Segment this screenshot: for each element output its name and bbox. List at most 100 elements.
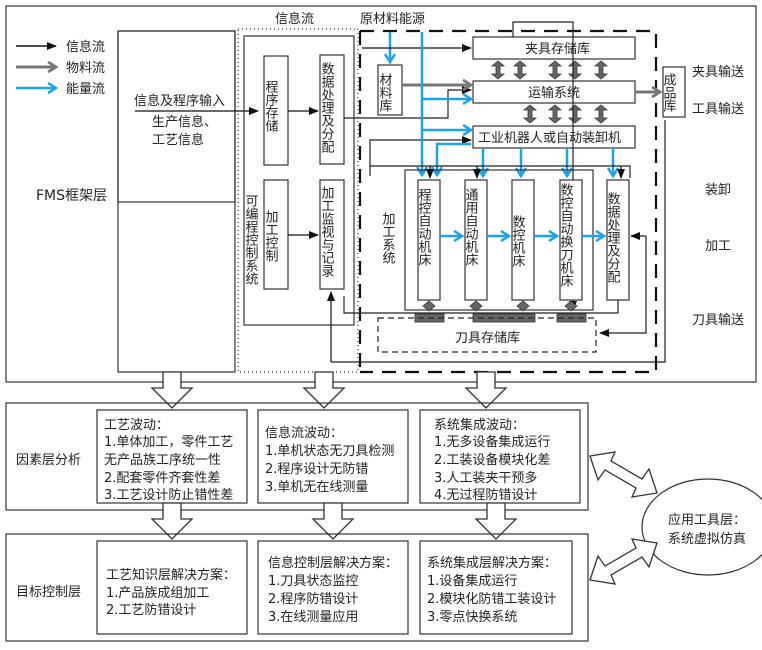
info-flow-title: 信息流: [275, 11, 314, 27]
program-storage-box: [263, 55, 289, 166]
factor-box-3-title: 系统集成波动：: [434, 417, 525, 433]
factor-box-3-line: 1.无多设备集成运行: [434, 434, 550, 450]
target-box-2: [257, 540, 409, 635]
info-flow-region: [237, 28, 359, 373]
machine-label-5: 数据处理及分配: [605, 192, 621, 283]
side-label-cutter-transport: 刀具输送: [692, 312, 744, 328]
info-to-transport: [344, 86, 472, 119]
material-store-box: [377, 64, 403, 116]
down-arrow-6: [474, 502, 518, 540]
fixture-store-box: [472, 36, 636, 60]
fixture-transport-double-arrows: [490, 60, 609, 80]
factor-box-1-line: 1.单体加工，零件工艺: [104, 435, 233, 450]
target-box-2-line: 1.刀具状态监控: [268, 574, 358, 589]
target-box-3-line: 1.设备集成运行: [427, 573, 517, 589]
machine-box-1: [417, 179, 441, 301]
input-label: 信息及程序输入: [134, 93, 225, 109]
target-box-2-title: 信息控制层解决方案：: [268, 555, 398, 571]
machining-system-frame: [404, 169, 594, 311]
target-box-1-line: 1.产品族成组加工: [106, 585, 209, 601]
target-layer-label: 目标控制层: [16, 585, 81, 600]
down-arrow-4: [150, 502, 194, 540]
energy-to-machine1: [437, 142, 471, 175]
target-box-3: [419, 540, 573, 635]
target-box-3-line: 3.零点快换系统: [427, 610, 517, 625]
monitor-feedback-line: [343, 296, 619, 314]
machine-tool-double-arrows: [422, 300, 578, 312]
down-arrow-3: [464, 371, 508, 409]
factor-box-1-title: 工艺波动：: [104, 418, 169, 433]
info-to-robot: [369, 136, 472, 176]
transport-robot-double-arrows: [522, 104, 609, 124]
plc-box: [243, 35, 355, 326]
factor-box-2-title: 信息流波动：: [265, 425, 343, 441]
material-store-label: 材料库: [377, 73, 393, 113]
robot-box: [472, 125, 636, 149]
raw-material-region: [360, 29, 658, 374]
legend: 信息流 物料流 能量流: [16, 39, 105, 97]
plc-system-label: 可编程控制系统: [243, 194, 259, 286]
factor-box-2-line: 3.单机无在线测量: [265, 480, 368, 495]
machines: 程控自动机床 通用自动机床 数控机床 数控自动换刀机床 数据处理及分配: [416, 179, 630, 301]
factor-box-3-line: 3.人工装夹干预多: [434, 470, 537, 486]
data-processing-box: [319, 54, 345, 165]
legend-info-label: 信息流: [66, 39, 105, 55]
legend-energy-label: 能量流: [66, 82, 105, 97]
target-box-1-line: 2.工艺防错设计: [106, 602, 196, 618]
tool-store-region: [377, 317, 597, 353]
factor-box-2-line: 1.单机状态无刀具检测: [265, 444, 394, 459]
robot-label: 工业机器人或自动装卸机: [478, 130, 621, 146]
factor-layer-frame: [5, 402, 589, 511]
tool-return-arrow: [599, 236, 647, 337]
ellipse-factor-double-arrow: [589, 451, 658, 498]
down-arrow-1: [150, 371, 194, 409]
side-label-tool-transport: 工具输送: [692, 101, 744, 117]
factor-box-2: [257, 409, 409, 504]
transport-system-label: 运输系统: [528, 85, 580, 101]
target-box-3-title: 系统集成层解决方案：: [427, 555, 557, 571]
machine-label-4: 数控自动换刀机床: [558, 183, 574, 287]
side-label-fixture-transport: 夹具输送: [692, 64, 744, 80]
factor-box-1-line: 3.工艺设计防止错性差: [104, 487, 233, 503]
target-box-3-line: 2.模块化防错工装设计: [427, 591, 556, 607]
factor-box-1-line: 2.配套零件齐套性差: [104, 470, 220, 486]
product-return-line: [331, 120, 666, 363]
program-storage-label: 程序存储: [263, 80, 279, 132]
input-sub-2: 工艺信息: [152, 132, 204, 148]
machining-monitor-label: 加工监视与记录: [319, 186, 335, 277]
machine-label-2: 通用自动机床: [463, 188, 479, 266]
factor-box-2-line: 2.程序设计无防错: [265, 461, 368, 477]
tool-store-label: 刀具存储库: [455, 330, 520, 346]
fixture-store-label: 夹具存储库: [525, 41, 590, 57]
target-box-1: [96, 540, 248, 635]
target-box-1-title: 工艺知识层解决方案：: [106, 567, 236, 583]
target-box-2-line: 3.在线测量应用: [268, 609, 358, 625]
tool-layer-ellipse: [641, 478, 762, 576]
machining-control-label: 加工控制: [263, 210, 279, 262]
machine-label-1: 程控自动机床: [416, 188, 432, 266]
machine-box-3: [511, 179, 535, 301]
ellipse-target-double-arrow: [589, 538, 658, 585]
machine-label-3: 数控机床: [510, 215, 526, 267]
factor-layer-label: 因素层分析: [16, 453, 81, 468]
data-processing-label: 数据处理及分配: [319, 62, 335, 153]
side-label-machining: 加工: [705, 239, 731, 254]
machine-box-4: [559, 179, 583, 301]
legend-material-label: 物料流: [66, 61, 105, 76]
factor-box-3-line: 2.工装设备模块化差: [434, 452, 550, 468]
factor-box-1-line: 无产品族工序统一性: [104, 452, 221, 468]
product-store-label: 成品库: [661, 73, 677, 113]
machining-monitor-box: [319, 179, 345, 290]
tool-layer-line-2: 系统虚拟仿真: [668, 532, 746, 547]
factor-box-1: [96, 409, 248, 504]
tool-layer-line-1: 应用工具层：: [668, 512, 746, 528]
target-layer-frame: [5, 533, 589, 642]
raw-material-title: 原材料能源: [360, 12, 425, 27]
factor-box-3-line: 4.无过程防错设计: [434, 487, 537, 503]
input-box: [117, 30, 236, 203]
product-store-box: [662, 66, 686, 118]
input-sub-1: 生产信息、: [152, 114, 217, 130]
machining-control-box: [263, 179, 289, 290]
side-label-loading: 装卸: [705, 182, 731, 198]
